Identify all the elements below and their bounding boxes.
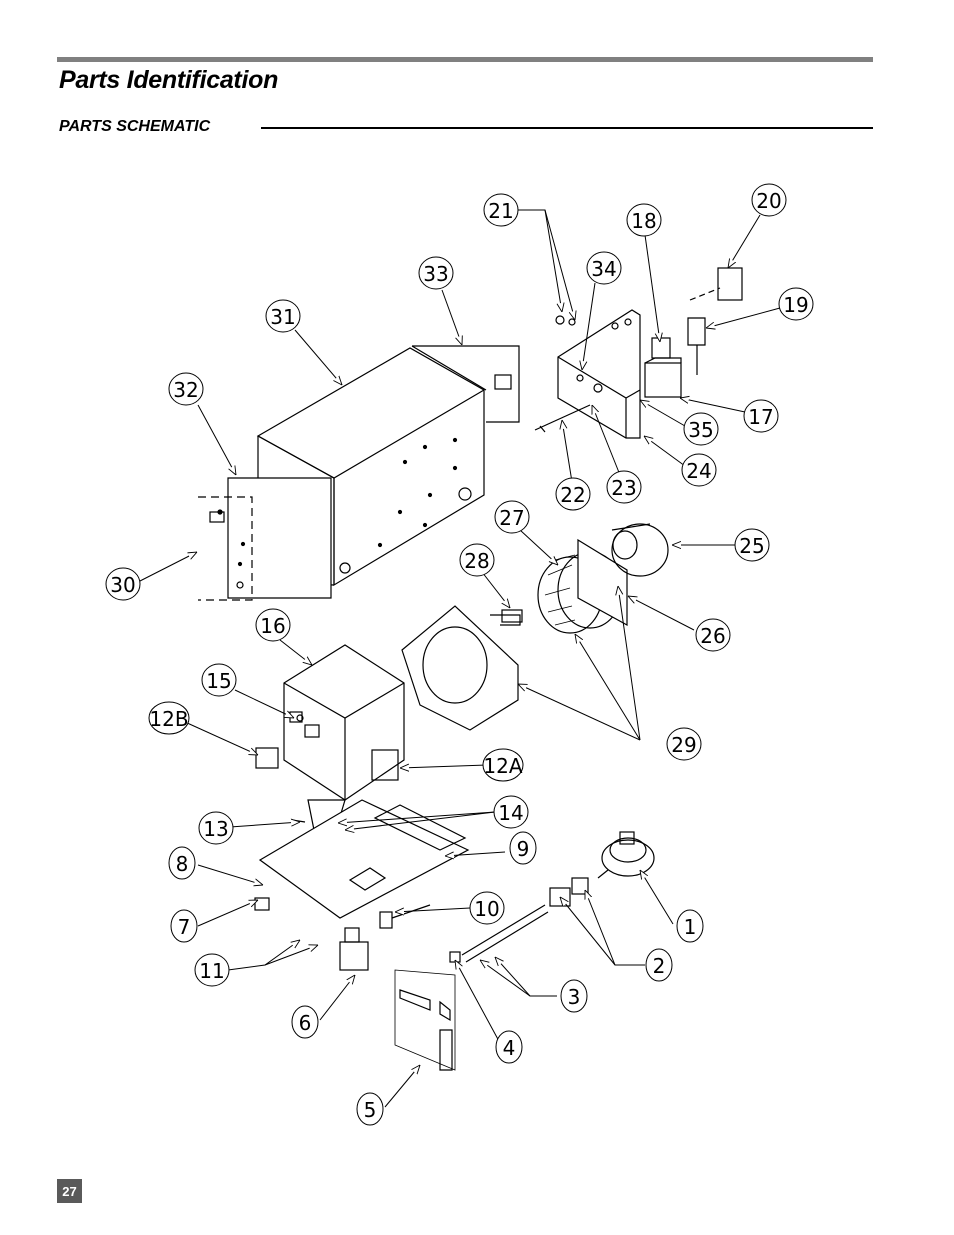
svg-text:34: 34 xyxy=(591,257,616,281)
svg-text:1: 1 xyxy=(684,915,697,939)
callout-10: 10 xyxy=(469,891,505,925)
burner-box-drawing xyxy=(255,644,405,801)
callout-20: 20 xyxy=(751,183,787,217)
svg-text:3: 3 xyxy=(568,985,581,1009)
callout-6: 6 xyxy=(291,1005,319,1039)
callout-27: 27 xyxy=(494,500,530,534)
callout-22: 22 xyxy=(555,477,591,511)
callout-16: 16 xyxy=(255,608,291,642)
leader-lines xyxy=(137,209,781,1108)
blower-housing-drawing xyxy=(401,605,523,731)
svg-text:24: 24 xyxy=(686,459,711,483)
callout-1: 1 xyxy=(676,909,704,943)
svg-text:12A: 12A xyxy=(483,754,522,778)
svg-text:26: 26 xyxy=(700,624,725,648)
svg-text:8: 8 xyxy=(176,852,189,876)
blower-motor-drawing xyxy=(577,523,669,627)
svg-text:28: 28 xyxy=(464,549,489,573)
callout-31: 31 xyxy=(265,299,301,333)
svg-text:2: 2 xyxy=(653,954,666,978)
callout-12b: 12B xyxy=(148,701,190,735)
exploded-assembly-drawing xyxy=(198,267,743,1071)
svg-text:30: 30 xyxy=(110,573,135,597)
svg-text:32: 32 xyxy=(173,378,198,402)
callout-29: 29 xyxy=(666,727,702,761)
callout-33: 33 xyxy=(418,256,454,290)
svg-text:10: 10 xyxy=(474,897,499,921)
harness-drawing xyxy=(379,904,431,929)
callout-4: 4 xyxy=(495,1030,523,1064)
svg-text:9: 9 xyxy=(517,837,530,861)
svg-text:23: 23 xyxy=(611,476,636,500)
callout-8: 8 xyxy=(168,846,196,880)
svg-text:6: 6 xyxy=(299,1011,312,1035)
callout-12a: 12A xyxy=(482,748,524,782)
callout-13: 13 xyxy=(198,811,234,845)
callout-18: 18 xyxy=(626,203,662,237)
callout-25: 25 xyxy=(734,528,770,562)
svg-text:5: 5 xyxy=(364,1098,377,1122)
svg-text:7: 7 xyxy=(178,915,191,939)
svg-text:15: 15 xyxy=(206,669,231,693)
svg-text:14: 14 xyxy=(498,801,523,825)
callout-14: 14 xyxy=(493,795,529,829)
page-number: 27 xyxy=(57,1179,82,1203)
svg-text:31: 31 xyxy=(270,305,295,329)
svg-text:20: 20 xyxy=(756,189,781,213)
front-panel-drawing xyxy=(198,477,332,601)
svg-text:18: 18 xyxy=(631,209,656,233)
callout-30: 30 xyxy=(105,567,141,601)
callout-32: 32 xyxy=(168,372,204,406)
svg-text:16: 16 xyxy=(260,614,285,638)
page-title: Parts Identification xyxy=(59,66,279,94)
svg-text:27: 27 xyxy=(499,506,524,530)
parts-schematic: 1 2 3 4 5 6 7 8 9 10 11 12A 12B 13 14 15… xyxy=(105,183,814,1126)
svg-text:19: 19 xyxy=(783,293,808,317)
section-title: PARTS SCHEMATIC xyxy=(59,118,211,135)
cabinet-drawing xyxy=(256,347,485,587)
callout-28: 28 xyxy=(459,543,495,577)
svg-text:13: 13 xyxy=(203,817,228,841)
callout-15: 15 xyxy=(201,663,237,697)
callout-17: 17 xyxy=(743,399,779,433)
svg-text:12B: 12B xyxy=(149,707,188,731)
regulator-drawing xyxy=(549,831,655,907)
section-header: PARTS SCHEMATIC xyxy=(59,116,873,138)
callout-24: 24 xyxy=(681,453,717,487)
base-pan-drawing xyxy=(258,799,470,919)
callout-11: 11 xyxy=(194,953,230,987)
gas-valve-drawing xyxy=(254,897,456,1071)
svg-text:29: 29 xyxy=(671,733,696,757)
section-rule xyxy=(261,127,873,129)
callout-labels: 1 2 3 4 5 6 7 8 9 10 11 12A 12B 13 14 15… xyxy=(105,183,814,1126)
callout-3: 3 xyxy=(560,979,588,1013)
callout-19: 19 xyxy=(778,287,814,321)
svg-text:4: 4 xyxy=(503,1036,516,1060)
callout-21: 21 xyxy=(483,193,519,227)
svg-text:33: 33 xyxy=(423,262,448,286)
svg-text:11: 11 xyxy=(199,959,224,983)
control-box-drawing xyxy=(534,267,743,439)
svg-text:17: 17 xyxy=(748,405,773,429)
callout-9: 9 xyxy=(509,831,537,865)
svg-text:21: 21 xyxy=(488,199,513,223)
callout-26: 26 xyxy=(695,618,731,652)
svg-text:22: 22 xyxy=(560,483,585,507)
callout-7: 7 xyxy=(170,909,198,943)
callout-35: 35 xyxy=(683,412,719,446)
svg-text:25: 25 xyxy=(739,534,764,558)
callout-34: 34 xyxy=(586,251,622,285)
svg-text:35: 35 xyxy=(688,418,713,442)
callout-23: 23 xyxy=(606,470,642,504)
callout-2: 2 xyxy=(645,948,673,982)
callout-5: 5 xyxy=(356,1092,384,1126)
rear-panel-drawing xyxy=(411,345,520,423)
top-rule xyxy=(57,57,873,62)
